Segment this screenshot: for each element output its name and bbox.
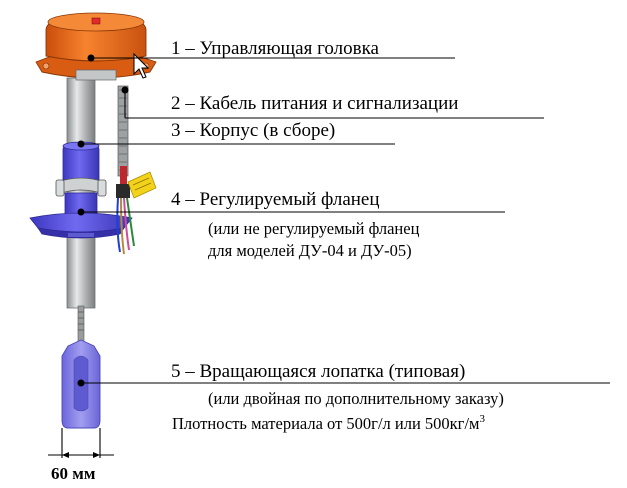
callout-5-note-line1: (или двойная по дополнительному заказу) <box>208 389 504 408</box>
callout-4-note-line1: (или не регулируемый фланец <box>208 219 420 238</box>
rotating-paddle <box>61 305 101 429</box>
paddle-width-dimension: 60 мм <box>51 464 96 483</box>
callout-1-label: 1 – Управляющая головка <box>171 38 380 59</box>
callout-5-density-note: Плотность материала от 500г/л или 500кг/… <box>172 413 485 433</box>
superscript-3: 3 <box>479 413 485 425</box>
callout-3-label: 3 – Корпус (в сборе) <box>171 120 335 141</box>
control-head <box>35 12 157 81</box>
callout-2-label: 2 – Кабель питания и сигнализации <box>171 93 458 114</box>
leader-lines <box>48 54 610 458</box>
callout-4-label: 4 – Регулируемый фланец <box>171 189 380 210</box>
adjustable-flange <box>29 141 133 239</box>
power-signal-cable <box>116 85 157 255</box>
callout-4-note-line2: для моделей ДУ-04 и ДУ-05) <box>208 241 412 260</box>
cursor-arrow-icon <box>133 52 150 79</box>
callout-5-label: 5 – Вращающаяся лопатка (типовая) <box>171 361 465 382</box>
